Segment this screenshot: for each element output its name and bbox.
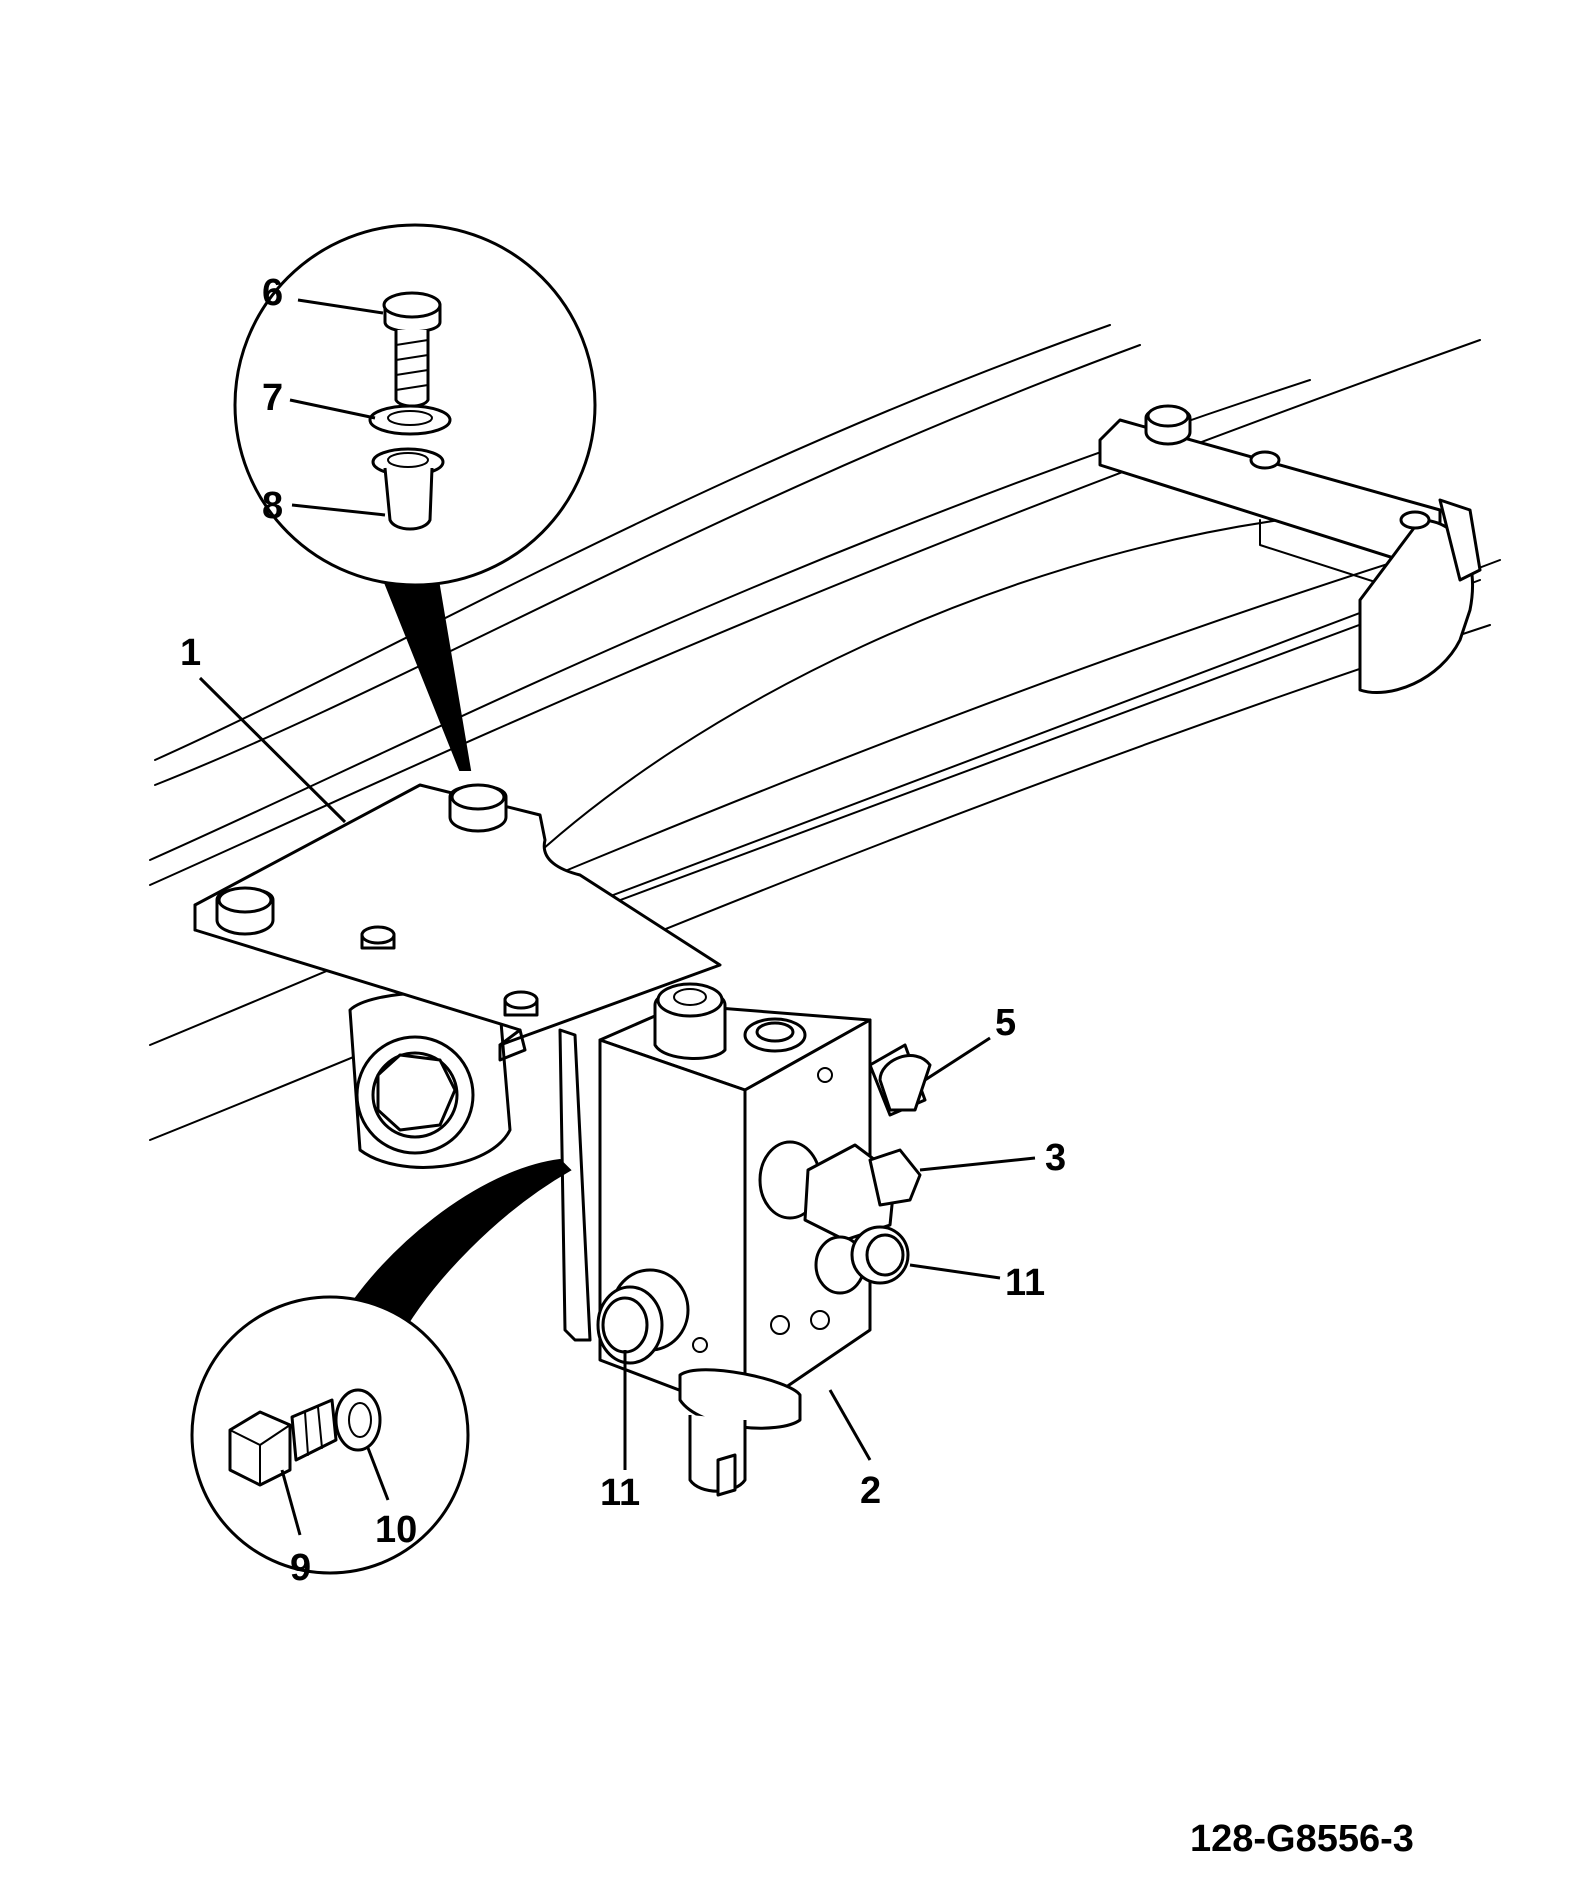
leader-9: [280, 1469, 302, 1536]
leader-10: [366, 1447, 390, 1501]
bracket-bolt-left: [215, 886, 275, 936]
fitting-item-3-elbow: [758, 1140, 922, 1242]
right-bracket-nut-2: [1399, 510, 1431, 530]
part-6-bolt: [382, 291, 442, 408]
bracket-nut-1: [360, 925, 396, 950]
callout-11-side: 11: [1005, 1262, 1045, 1304]
drawing-number: 128-G8556-3: [1190, 1818, 1414, 1860]
callout-7: 7: [262, 377, 283, 419]
part-10-washer: [334, 1388, 382, 1452]
callout-9: 9: [290, 1547, 311, 1589]
detail-circle-bottom: [190, 1158, 572, 1575]
detail-pointer-top: [378, 568, 472, 771]
pivot-shaft: [348, 991, 512, 1169]
callout-3: 3: [1045, 1137, 1066, 1179]
fitting-item-11-side: [814, 1225, 910, 1295]
part-7-washer: [368, 404, 452, 436]
callout-6: 6: [262, 272, 283, 314]
valve-side-plug: [770, 1315, 790, 1335]
callout-labels: 1 2 3 5 6 7 8 9 10 11 11: [180, 272, 1066, 1589]
callout-10: 10: [375, 1509, 417, 1551]
leader-lines: [198, 298, 1036, 1536]
solenoid-stem: [678, 1368, 802, 1497]
leader-3: [919, 1156, 1036, 1172]
fitting-item-5: [868, 1043, 932, 1117]
detail-circle-top: [233, 223, 597, 771]
leader-2: [828, 1389, 872, 1461]
leader-8: [291, 503, 386, 517]
leader-6: [297, 298, 384, 315]
leader-1: [198, 676, 347, 824]
leader-7: [289, 398, 376, 420]
mounting-bracket: [193, 783, 722, 1062]
callout-5: 5: [995, 1002, 1016, 1044]
valve-front-port: [596, 1268, 690, 1365]
leader-11-side: [909, 1263, 1001, 1280]
part-8-bush: [371, 447, 445, 531]
valve-side-hole: [810, 1310, 830, 1330]
axle-beam-outline: [149, 324, 1501, 1141]
bracket-nut-2: [503, 990, 539, 1017]
leader-5: [924, 1036, 991, 1082]
bracket-bolt-top: [448, 783, 508, 833]
right-bracket-nut: [1249, 450, 1281, 470]
callout-11-front: 11: [600, 1472, 640, 1514]
callout-2: 2: [860, 1470, 881, 1512]
callout-8: 8: [262, 485, 283, 527]
part-9-bolt: [228, 1398, 338, 1487]
valve-side-screw: [817, 1067, 833, 1083]
valve-port-hole: [692, 1337, 708, 1353]
right-bracket: [1098, 404, 1482, 695]
valve-top-plug: [743, 1017, 807, 1053]
right-bracket-bolt: [1144, 404, 1192, 446]
callout-1: 1: [180, 632, 201, 674]
valve-top-cartridge: [653, 982, 727, 1060]
bracket-upright: [558, 1028, 592, 1342]
